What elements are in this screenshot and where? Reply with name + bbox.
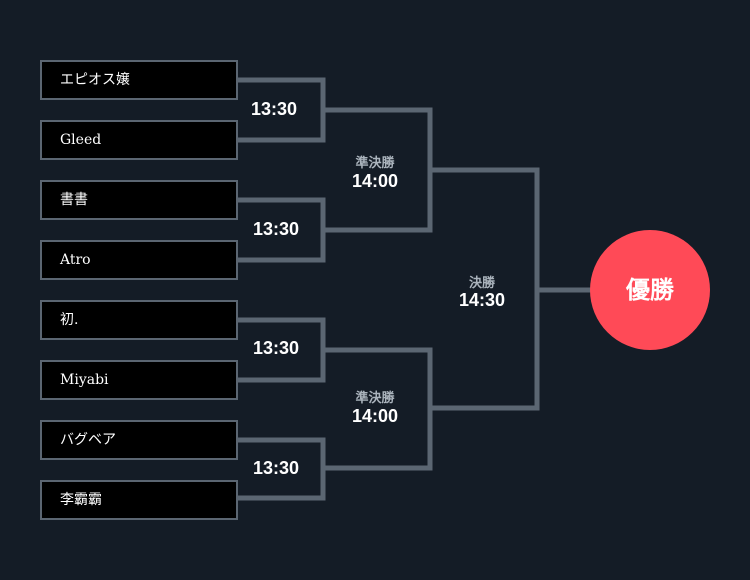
round1-time-3: 13:30 <box>252 338 300 358</box>
semifinal-2-name: 準決勝 <box>355 390 395 405</box>
final-time: 14:30 <box>458 290 506 310</box>
player-box-2: Gleed <box>40 120 238 160</box>
player-box-6: Miyabi <box>40 360 238 400</box>
player-box-7: バグベア <box>40 420 238 460</box>
player-box-8: 李霸霸 <box>40 480 238 520</box>
champion-badge: 優勝 <box>590 230 710 350</box>
round1-time-2: 13:30 <box>252 219 300 239</box>
player-box-1: エピオス嬢 <box>40 60 238 100</box>
semifinal-1-time: 14:00 <box>351 171 399 191</box>
round1-time-4: 13:30 <box>252 458 300 478</box>
player-box-5: 初. <box>40 300 238 340</box>
final-name: 決勝 <box>468 275 495 290</box>
player-box-3: 書書 <box>40 180 238 220</box>
player-box-4: Atro <box>40 240 238 280</box>
semifinal-2-time: 14:00 <box>351 406 399 426</box>
semifinal-1-name: 準決勝 <box>355 155 395 170</box>
round1-time-1: 13:30 <box>250 99 298 119</box>
